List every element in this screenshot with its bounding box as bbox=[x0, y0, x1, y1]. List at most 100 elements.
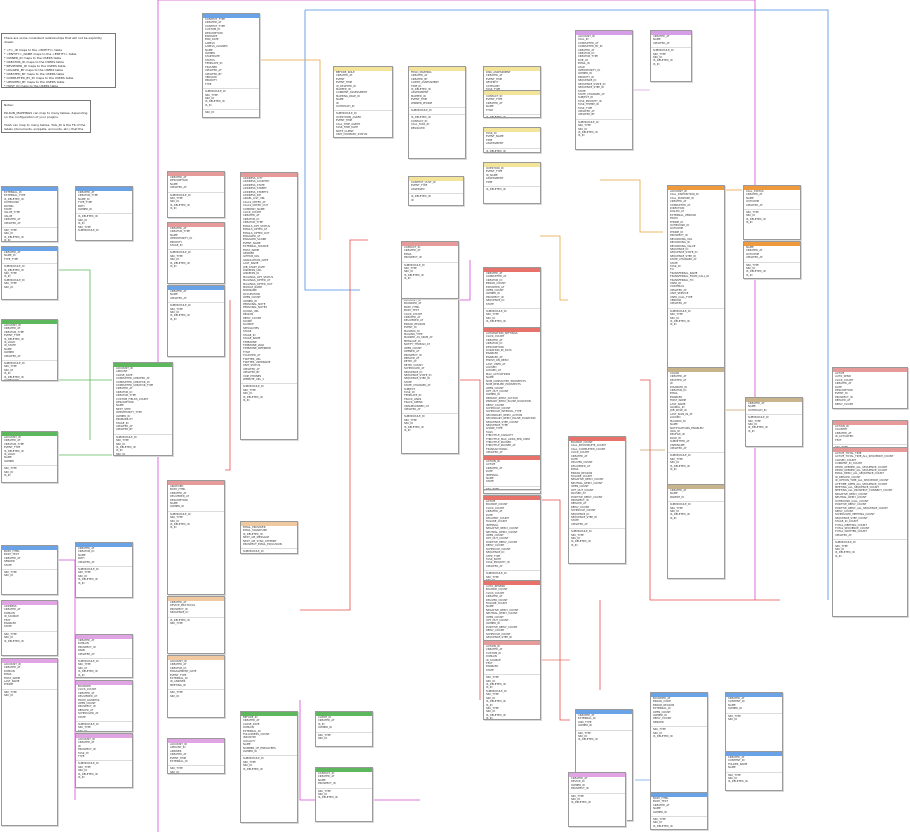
entity-column: REPLY_COUNT bbox=[486, 629, 505, 633]
entity-column: IS_DELETED_ID bbox=[243, 395, 263, 399]
entity-column: PRIORITY_ID bbox=[578, 75, 594, 79]
entity-column: ENGAGEMENT_DATE bbox=[170, 670, 197, 674]
entity-column: SUBMODULE_ID bbox=[78, 762, 99, 766]
entity-column: NAME_ID bbox=[4, 254, 16, 258]
entity-column: IS_ID bbox=[486, 717, 493, 720]
entity-column: RATING bbox=[4, 204, 14, 208]
entity-column: STAGE_ID bbox=[116, 421, 129, 425]
entity-column: UPDATED_AT bbox=[4, 221, 21, 225]
entity-column: STATE bbox=[571, 519, 579, 523]
entity-column: SEQUENCE_STATE_ID bbox=[578, 82, 606, 86]
entity-column: SRC_ID bbox=[578, 735, 588, 739]
entity-column: NEGATIVE_REPLY_COUNT bbox=[835, 492, 868, 496]
entity-column: CLICK_COUNT bbox=[486, 506, 505, 510]
entity-column: COMPANY_NAME bbox=[243, 207, 265, 211]
entity-column: INDUSTRY bbox=[243, 736, 257, 740]
entity-column: NAME bbox=[670, 492, 678, 496]
entity-column: OWNER bbox=[205, 52, 215, 56]
entity-column: FOLLOWERS_COUNT bbox=[243, 733, 270, 737]
entity-column: SRC_TYPE bbox=[746, 263, 759, 267]
entity-column: BODY_HTML bbox=[404, 305, 420, 309]
entity-column: SCHEDULE_COUNT bbox=[571, 509, 596, 513]
entity-column: OWNER_ID bbox=[578, 724, 593, 728]
entity-column: MAX_ACTIVATIONS bbox=[486, 372, 511, 376]
entity-column: ACCOUNT_ID bbox=[116, 367, 133, 370]
entity-column: CREATOR_ID bbox=[578, 52, 595, 56]
entity-column: SUBMODULE_ID bbox=[835, 541, 856, 545]
entity-column: EVENT_TIME bbox=[486, 77, 503, 81]
entity-column: CREATED_AT bbox=[78, 639, 95, 642]
entity-column: AUTO_RESEND bbox=[486, 585, 506, 588]
entity-column: SRC_ID bbox=[4, 285, 14, 289]
entity-column: UPDATED_AT bbox=[170, 296, 187, 300]
entity-header bbox=[2, 601, 57, 605]
entity-column: VOIP_PHONES bbox=[243, 374, 262, 378]
entity-column: CREATED_AT bbox=[653, 803, 670, 807]
entity-column: SRC_TYPE bbox=[170, 767, 183, 771]
entity-column: FIRST_NAME bbox=[243, 248, 260, 252]
entity-column: SECONDARY_REPLY_PAUSE_DURATION bbox=[486, 417, 536, 421]
entity-column: MEETING_ID bbox=[170, 683, 186, 687]
entity-column: IS_DELETED_ID bbox=[578, 738, 598, 742]
entity-column: MAILBOX_ID bbox=[404, 329, 420, 333]
entity-column: OPEN_COUNT bbox=[486, 386, 504, 390]
entity-column: BOUNCE_COUNT bbox=[486, 588, 508, 592]
entity-column: EXTERNAL_ID bbox=[170, 677, 188, 681]
entity-column: CLIENT_ASSESSMENT bbox=[411, 81, 439, 85]
entity-column: SRC_ID bbox=[4, 574, 14, 578]
